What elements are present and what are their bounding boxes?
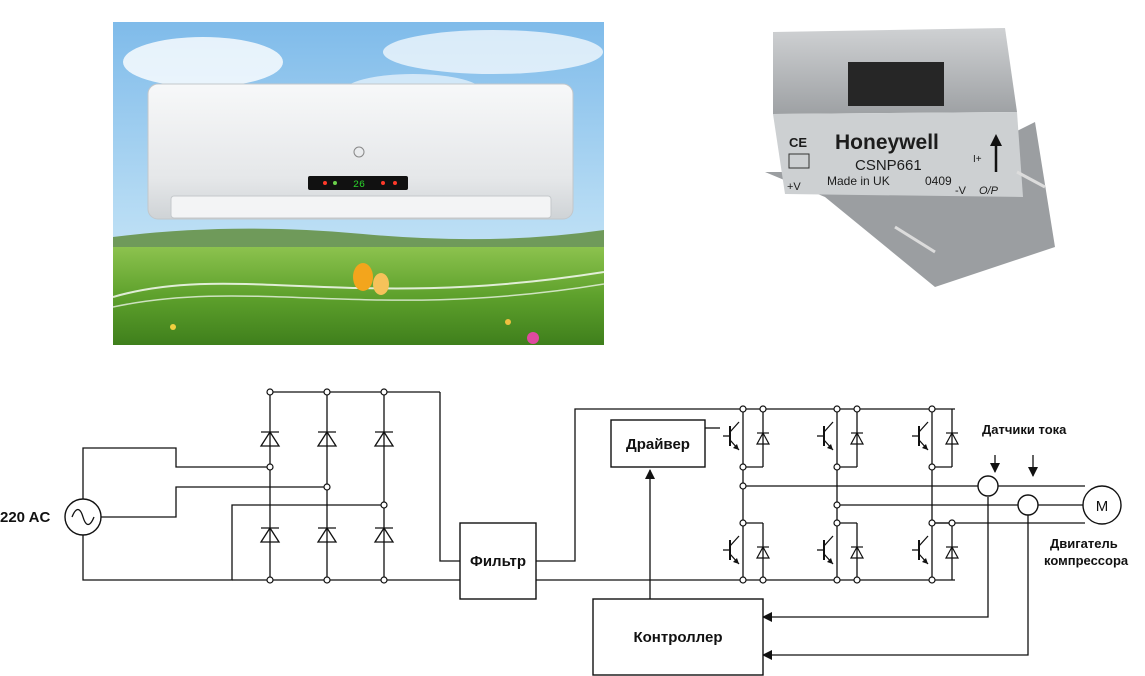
arrow-up-icon [990, 134, 1002, 172]
origin-label: Made in UK [827, 174, 890, 188]
indoor-unit: 26 [147, 83, 574, 220]
motor: M [1082, 485, 1122, 525]
filter-label: Фильтр [470, 553, 526, 570]
pin-output: O/P [979, 185, 999, 197]
current-sensor-rings [977, 475, 1039, 516]
motor-label-line2: компрессора [1044, 553, 1129, 568]
part-number: CSNP661 [855, 157, 922, 174]
driver-block: Драйвер [610, 419, 706, 468]
filter-block: Фильтр [459, 522, 537, 600]
brand-label: Honeywell [835, 131, 939, 154]
ce-mark: CE [789, 135, 807, 150]
driver-label: Драйвер [626, 436, 690, 453]
current-sensor-photo: CE Honeywell CSNP661 Made in UK 0409 +V … [755, 22, 1055, 292]
motor-symbol: M [1096, 498, 1109, 515]
air-conditioner-photo: 26 [113, 22, 604, 345]
motor-label-line1: Двигатель [1050, 536, 1118, 551]
junction-dots [266, 388, 956, 584]
controller-block: Контроллер [592, 598, 764, 676]
current-sensors-label: Датчики тока [982, 422, 1067, 437]
date-code: 0409 [925, 174, 952, 188]
ac-source [64, 498, 102, 536]
pin-minus-v: -V [955, 185, 967, 197]
current-direction-label: I+ [973, 154, 982, 165]
inverter-bridge [722, 421, 959, 565]
display-readout: 26 [353, 180, 365, 191]
controller-label: Контроллер [633, 629, 722, 646]
pin-plus-v: +V [787, 181, 801, 193]
source-label: 220 AC [0, 509, 50, 526]
butterfly-icon [353, 263, 389, 295]
ul-mark-icon [788, 153, 810, 169]
